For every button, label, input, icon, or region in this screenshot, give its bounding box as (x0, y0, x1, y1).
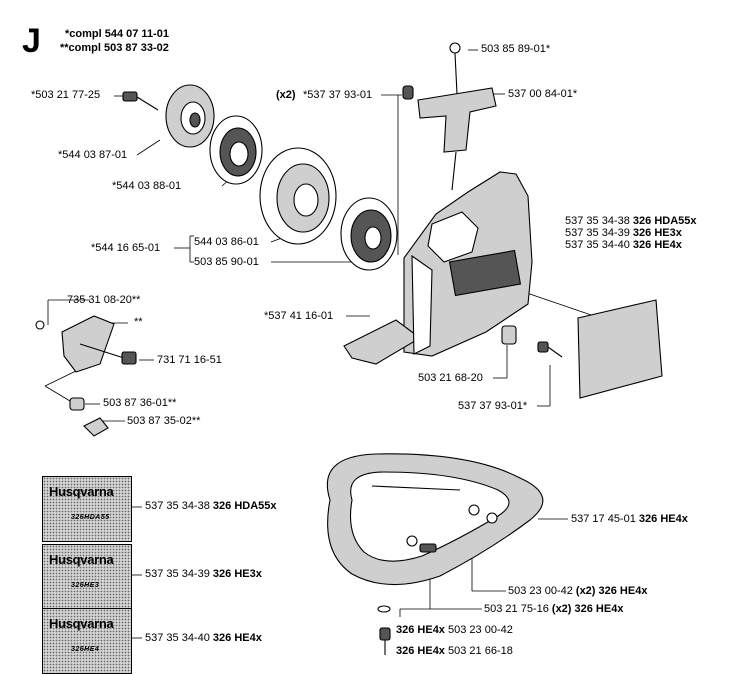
part-label-washer-ring: 503 23 00-42 (x2) 326 HE4x (508, 585, 648, 597)
part-label-decal-c: 537 35 34-40 326 HE4x (565, 239, 682, 251)
husqvarna-logo: Husqvarna (49, 552, 114, 567)
part-label-decal-b: 537 35 34-39 326 HE3x (565, 227, 682, 239)
part-label-handle: 537 00 84-01* (508, 88, 578, 100)
decal-hda55: Husqvarna 326HDA55 (42, 476, 132, 542)
starter-housing-drawing (343, 171, 533, 365)
sleeve-screw-drawing (501, 325, 563, 358)
decal-model-text: 326HE4 (71, 646, 100, 653)
part-label-screw-ring: 503 21 75-16 (x2) 326 HE4x (484, 603, 624, 615)
part-label-spacer-ring: 537 17 45-01 326 HE4x (571, 513, 688, 525)
spacer-ring-drawing (326, 453, 544, 655)
part-label-washer: 735 31 08-20** (67, 294, 141, 306)
decal-he3: Husqvarna 326HE3 (42, 544, 132, 610)
part-label-spring-cassette: *544 03 88-01 (112, 180, 182, 192)
starter-assembly-drawing (122, 84, 398, 271)
part-label-bracket: ** (134, 316, 143, 328)
part-label-washer-bottom: 326 HE4x 503 23 00-42 (396, 624, 513, 636)
decal-he4: Husqvarna 326HE4 (42, 608, 132, 674)
part-qty-sleeve: (x2) (276, 89, 296, 101)
complete-kit-2: **compl 503 87 33-02 (60, 42, 169, 54)
husqvarna-logo: Husqvarna (49, 484, 114, 499)
part-label-sleeve-2: 503 21 68-20 (418, 372, 483, 384)
part-label-rope: 503 85 89-01* (481, 43, 551, 55)
part-label-housing: *537 41 16-01 (264, 310, 334, 322)
part-label-pulley-sub-1: 544 03 86-01 (194, 236, 259, 248)
decal-label-hda55: 537 35 34-38 326 HDA55x (145, 500, 277, 512)
decal-label-he4: 537 35 34-40 326 HE4x (145, 632, 262, 644)
part-label-cap: 503 87 35-02** (127, 415, 201, 427)
part-label-pulley-sub-2: 503 85 90-01 (194, 256, 259, 268)
part-label-clip: 503 87 36-01** (103, 397, 177, 409)
part-label-decal-a: 537 35 34-38 326 HDA55x (565, 215, 697, 227)
starter-handle-drawing (402, 42, 497, 191)
decal-sheet-drawing (577, 299, 663, 399)
part-label-pulley: *544 03 87-01 (58, 149, 128, 161)
bracket-parts-drawing (35, 315, 137, 437)
part-label-screw-bottom: 326 HE4x 503 21 66-18 (396, 645, 513, 657)
part-label-screw: *503 21 77-25 (31, 89, 101, 101)
complete-kit-1: *compl 544 07 11-01 (65, 28, 169, 40)
section-letter: J (22, 22, 41, 60)
part-label-nut: 731 71 16-51 (157, 354, 222, 366)
decal-label-he3: 537 35 34-39 326 HE3x (145, 568, 262, 580)
decal-model-text: 326HDA55 (71, 514, 110, 521)
husqvarna-logo: Husqvarna (49, 616, 114, 631)
part-label-rope-pulley: *544 16 65-01 (91, 242, 161, 254)
decal-model-text: 326HE3 (71, 582, 100, 589)
part-label-sleeve: *537 37 93-01 (303, 89, 373, 101)
part-label-screw-2: 537 37 93-01* (458, 400, 528, 412)
